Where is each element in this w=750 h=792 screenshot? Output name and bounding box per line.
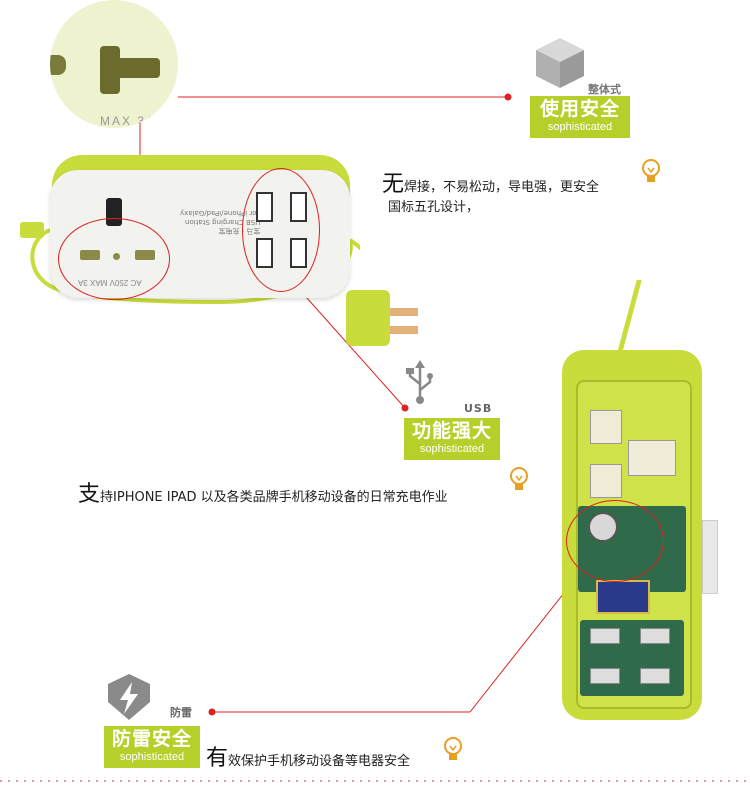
section1-badge: 使用安全 sophisticated [530, 96, 630, 138]
usb-port [640, 628, 670, 644]
socket-text: AC 250V MAX 3A [78, 278, 142, 287]
section1-desc-rest: 焊接，不易松动，导电强，更安全 [404, 180, 600, 195]
device-cord [615, 280, 642, 360]
transformer [596, 580, 650, 614]
section2-desc: 支持IPHONE IPAD 以及各类品牌手机移动设备的日常充电作业 [78, 476, 448, 508]
section1-desc: 无焊接，不易松动，导电强，更安全 [382, 166, 599, 198]
socket-insert [590, 464, 622, 498]
usb-port [590, 628, 620, 644]
section3-desc-first: 有 [206, 746, 229, 771]
socket-hole [116, 58, 160, 78]
section3-desc-rest: 效保护手机移动设备等电器安全 [228, 754, 411, 769]
bulb-icon [442, 736, 464, 764]
section2-badge-sub: sophisticated [419, 443, 485, 455]
socket-insert [628, 440, 676, 476]
plug-prong [390, 326, 418, 334]
section3-badge-sub: sophisticated [119, 751, 185, 763]
bulb-icon [508, 466, 530, 494]
bulb-icon [640, 158, 662, 186]
usb-port [590, 668, 620, 684]
section1-tag: 整体式 [588, 83, 621, 96]
board-red-circle [566, 500, 664, 582]
section2-badge-title: 功能强大 [411, 420, 492, 442]
device-internal-image [560, 280, 750, 730]
cube-icon [532, 34, 588, 90]
usb-red-circle [242, 168, 320, 292]
power-strip-image: AC 250V MAX 3A 宝马 · 充电宝 USB Charging Sta… [20, 150, 418, 350]
plug-head [346, 290, 390, 346]
section1-badge-title: 使用安全 [539, 98, 620, 120]
device-tab [702, 520, 718, 594]
section3-tag: 防雷 [170, 706, 192, 719]
section2-badge: 功能强大 sophisticated [404, 418, 500, 460]
socket-hole [100, 46, 120, 94]
usb-icon [400, 360, 440, 404]
section1-desc-first: 无 [382, 172, 405, 197]
plug-prong [390, 308, 418, 316]
section2-desc-rest: 持IPHONE IPAD 以及各类品牌手机移动设备的日常充电作业 [100, 490, 448, 505]
socket-hole [50, 55, 66, 75]
socket-red-circle [58, 218, 170, 300]
socket-zoom-image: MAX 3A [50, 0, 178, 128]
section1-badge-sub: sophisticated [547, 121, 613, 133]
section2-tag: USB [464, 402, 493, 415]
socket-zoom-text: MAX 3A [100, 114, 157, 128]
lightning-shield-icon [106, 672, 152, 722]
section3-badge-title: 防雷安全 [111, 728, 192, 750]
section2-desc-first: 支 [78, 482, 101, 507]
socket-insert [590, 410, 622, 444]
section3-badge: 防雷安全 sophisticated [104, 726, 200, 768]
usb-port [640, 668, 670, 684]
section3-desc: 有效保护手机移动设备等电器安全 [206, 740, 410, 772]
section1-desc-line2: 国标五孔设计， [388, 200, 480, 215]
